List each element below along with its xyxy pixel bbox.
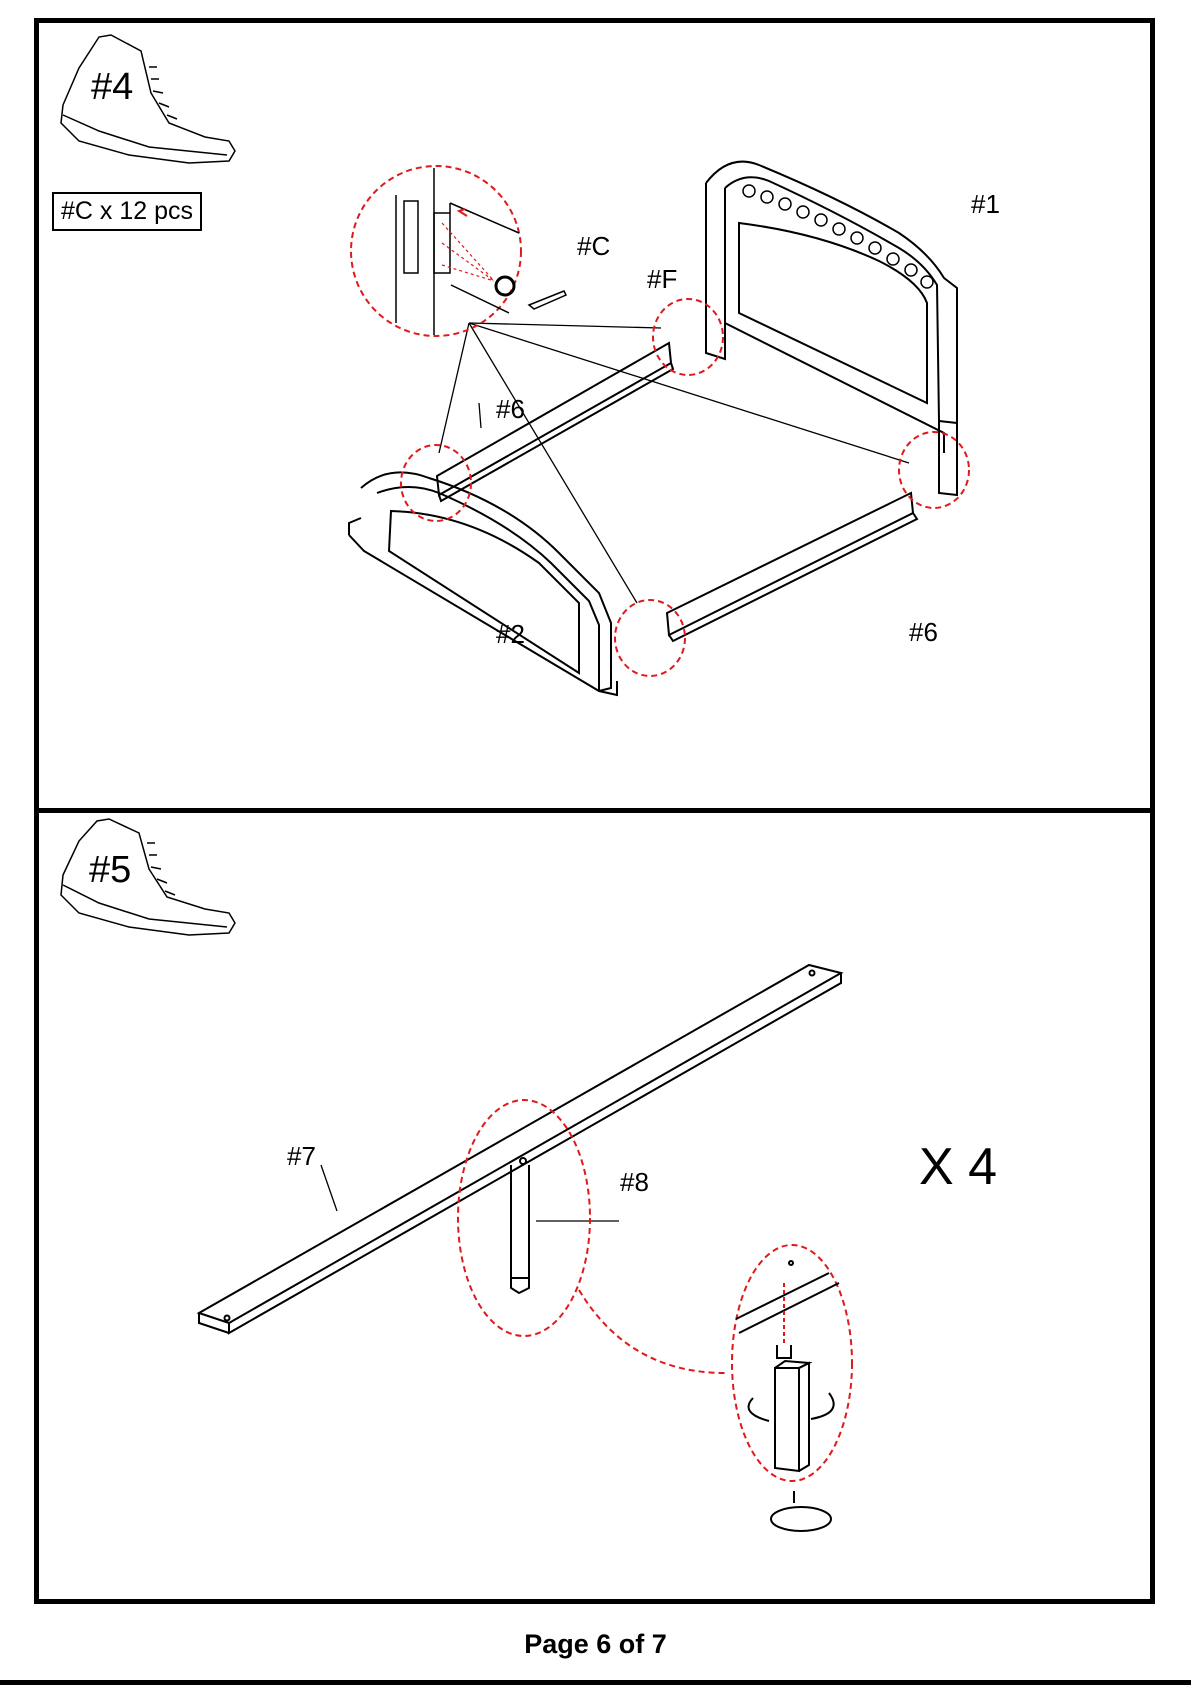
- rail-leader-line: [321, 1165, 337, 1211]
- left-rail-label: #6: [496, 396, 525, 422]
- allen-key-label: #F: [647, 266, 677, 292]
- step-5-illustration: #5: [39, 813, 1150, 1599]
- bolt-label: #C: [577, 233, 610, 259]
- sneaker-icon: [61, 819, 235, 935]
- headboard-label: #1: [971, 191, 1000, 217]
- bottom-rule: [0, 1680, 1191, 1685]
- center-rail-label: #7: [287, 1143, 316, 1169]
- headboard-drawing: [706, 162, 957, 495]
- sneaker-icon: [61, 35, 235, 163]
- bracket-detail: [396, 168, 566, 335]
- leg-detail-drawing: [736, 1261, 839, 1531]
- right-side-rail-drawing: [667, 493, 917, 641]
- hardware-quantity-label: #C x 12 pcs: [52, 192, 202, 231]
- step-4-illustration: #4: [39, 23, 1150, 808]
- bolt-detail-magnifier: [351, 166, 521, 336]
- footboard-drawing: [349, 472, 617, 695]
- right-rail-label: #6: [909, 619, 938, 645]
- leg-drawing: [511, 1165, 529, 1293]
- left-side-rail-drawing: [437, 343, 673, 501]
- step-4-panel: #4: [34, 18, 1155, 813]
- step-4-badge: #4: [91, 66, 133, 108]
- page-number: Page 6 of 7: [0, 1629, 1191, 1660]
- quantity-multiplier: X 4: [919, 1141, 997, 1193]
- step-5-badge: #5: [89, 849, 131, 891]
- step-5-panel: #5: [34, 808, 1155, 1604]
- footboard-label: #2: [496, 621, 525, 647]
- leg-label: #8: [620, 1169, 649, 1195]
